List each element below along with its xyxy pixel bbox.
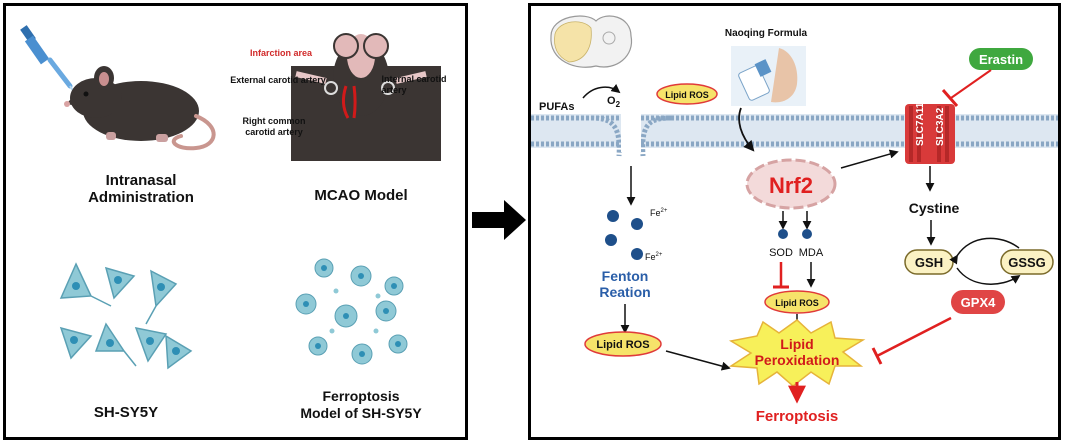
- mechanism-diagram: Naoqing Formula Erastin: [531, 15, 1058, 425]
- right-common-carotid-label-line1: Right common: [243, 116, 306, 126]
- mda-dot-icon: [802, 229, 812, 239]
- mcao-mouse-icon: [291, 33, 441, 161]
- fe-label-2: Fe2+: [645, 252, 663, 262]
- erastin-inhibition-icon: [941, 69, 992, 107]
- iron-ions-icon: [605, 210, 643, 260]
- gssg-node: [1000, 249, 1054, 275]
- mouse-icon: [64, 66, 216, 151]
- gsh-label: GSH: [915, 255, 943, 270]
- pufas-arrow: [582, 83, 621, 99]
- experimental-models-panel: Infarction area External carotid artery …: [3, 3, 468, 440]
- slc-transporter-icon: [905, 104, 955, 164]
- ferroptosis-cells-icon: [295, 258, 408, 365]
- o2-label: O2: [607, 95, 621, 109]
- lipid-peroxidation-label-line2: Peroxidation: [755, 352, 840, 368]
- lipid-ros-top-label: Lipid ROS: [665, 90, 709, 100]
- fe-label-1: Fe2+: [650, 208, 668, 218]
- lipid-peroxidation-label-line1: Lipid: [780, 336, 813, 352]
- shsy5y-caption: SH-SY5Y: [93, 404, 159, 421]
- nrf2-label: Nrf2: [769, 173, 813, 198]
- gsh-to-gssg-arrow: [956, 267, 1021, 285]
- slc7a11-label: SLC7A11: [915, 102, 926, 146]
- naoqing-to-nrf2-arrow: [738, 107, 755, 152]
- erastin-badge: [969, 48, 1033, 70]
- lipid-ros-to-peroxidation-arrow: [665, 350, 731, 371]
- lipid-ros-top-badge: [656, 83, 718, 105]
- external-carotid-label: External carotid artery: [230, 75, 326, 85]
- cell-membrane: [531, 112, 1058, 157]
- nrf2-to-slc-arrow: [840, 149, 899, 169]
- mcao-caption: MCAO Model: [314, 187, 408, 204]
- intranasal-caption: Intranasal Administration: [88, 172, 194, 206]
- internal-carotid-label-line2: artery: [381, 85, 406, 95]
- gpx4-node: [951, 290, 1005, 314]
- fenton-label-line1: Fenton: [602, 268, 649, 284]
- brain-slice-icon: [550, 15, 633, 68]
- lipid-ros-left-label: Lipid ROS: [596, 339, 649, 351]
- sod-inhibition-icon: [773, 262, 789, 289]
- lipid-ros-mid-label: Lipid ROS: [775, 298, 819, 308]
- right-common-carotid-label-line2: carotid artery: [245, 127, 303, 137]
- shsy5y-cells-icon: [59, 262, 193, 370]
- cystine-label: Cystine: [909, 200, 960, 216]
- sod-dot-icon: [778, 229, 788, 239]
- internal-carotid-label-line1: Internal carotid: [381, 74, 446, 84]
- lipid-peroxidation-burst: [728, 319, 866, 387]
- gpx4-inhibition-icon: [871, 316, 952, 365]
- mechanism-panel: Naoqing Formula Erastin: [528, 3, 1061, 440]
- sod-label: SOD: [769, 247, 793, 259]
- ferroptosis-label: Ferroptosis: [756, 408, 839, 425]
- experimental-models-illustration: Infarction area External carotid artery …: [20, 25, 447, 370]
- pipette-icon: [20, 25, 79, 99]
- mda-label: MDA: [799, 247, 824, 259]
- gssg-label: GSSG: [1008, 255, 1046, 270]
- erastin-label: Erastin: [979, 52, 1023, 67]
- gssg-to-gsh-arrow: [949, 237, 1020, 265]
- transition-arrow-icon: [472, 200, 526, 240]
- infarction-area-label: Infarction area: [250, 48, 313, 58]
- pufas-label: PUFAs: [539, 101, 574, 113]
- lipid-ros-left-badge: [584, 331, 662, 357]
- lipid-ros-mid-badge: [764, 290, 830, 314]
- gpx4-label: GPX4: [961, 295, 996, 310]
- ferroptosis-model-caption: Ferroptosis Model of SH-SY5Y: [300, 388, 422, 421]
- fenton-label-line2: Reation: [599, 284, 650, 300]
- naoqing-formula-label: Naoqing Formula: [725, 28, 808, 39]
- nasal-spray-icon: [731, 46, 806, 106]
- nrf2-node: [745, 158, 837, 210]
- slc3a2-label: SLC3A2: [935, 107, 946, 146]
